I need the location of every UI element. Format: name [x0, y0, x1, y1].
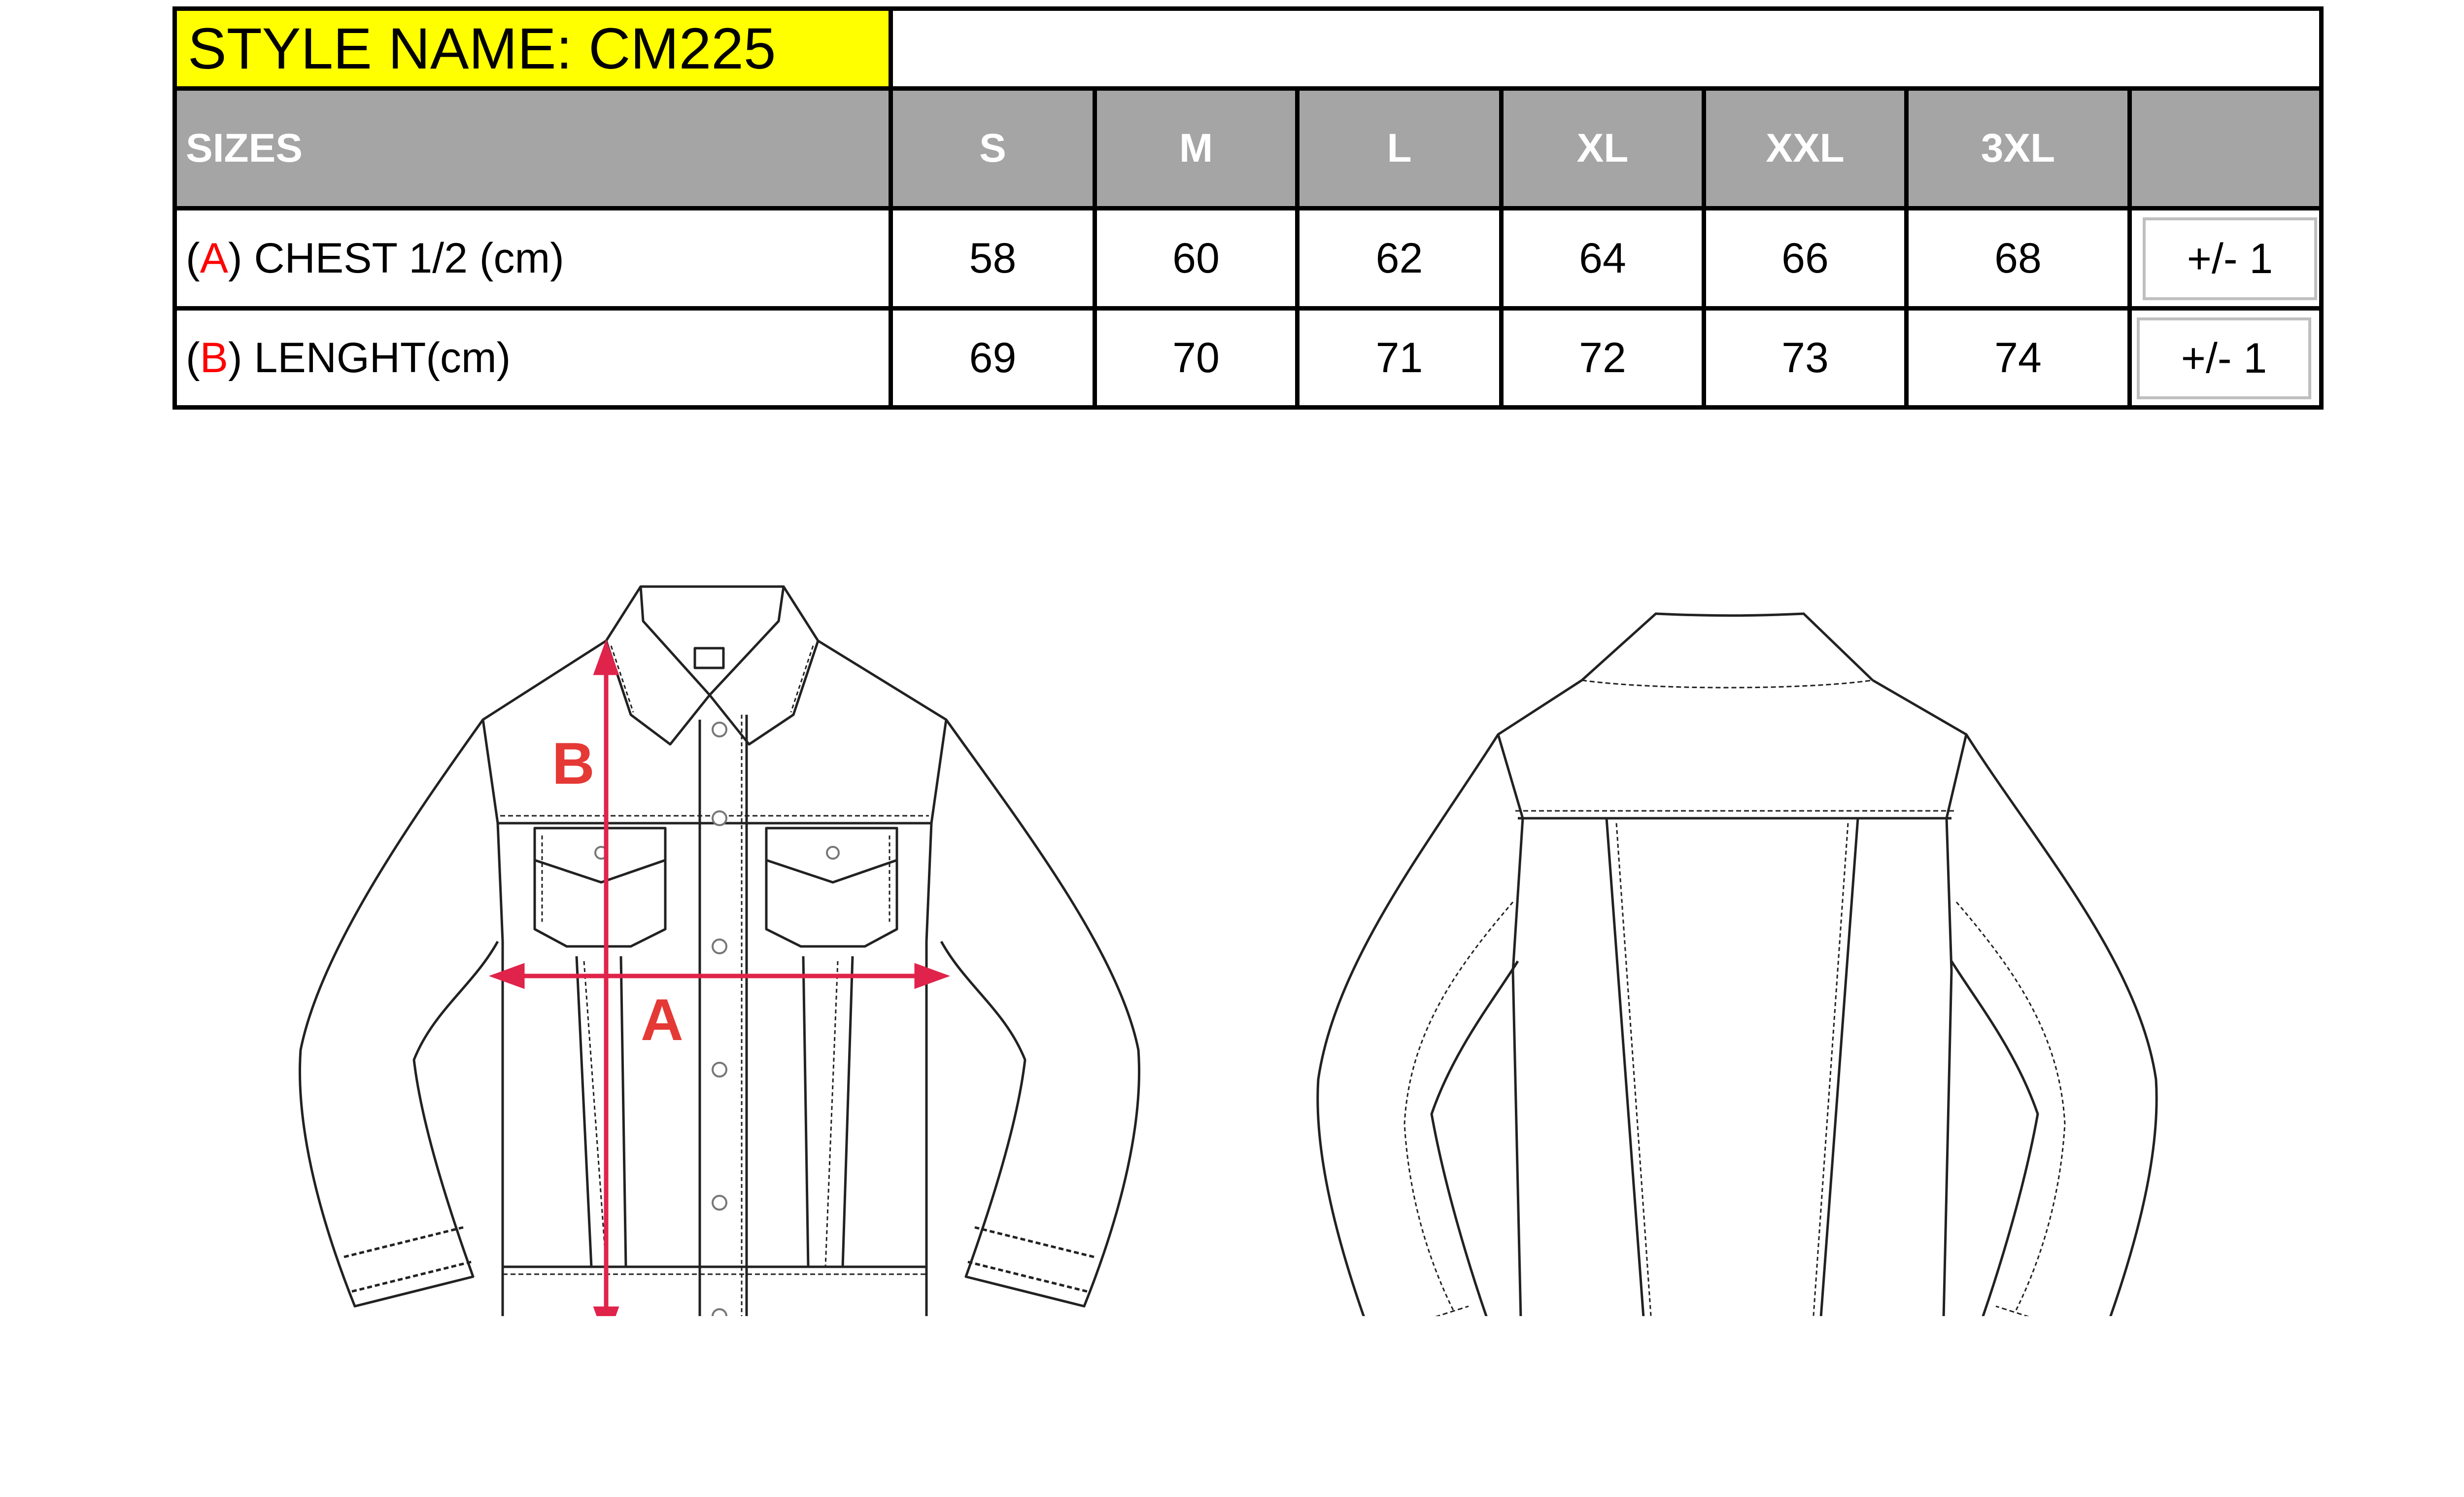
value: 72 — [1579, 334, 1626, 382]
value: 68 — [1994, 234, 2042, 282]
length-value-s: 69 — [889, 306, 1097, 410]
chest-value-l: 62 — [1295, 206, 1504, 311]
measure-marker-a: A — [641, 987, 684, 1053]
size-chart-table: STYLE NAME: CM225 SIZES S M L XL XXL 3XL… — [172, 6, 2324, 410]
style-name-cell: STYLE NAME: CM225 — [172, 6, 893, 91]
measurement-arrows — [488, 639, 951, 1316]
size-label: 3XL — [1981, 126, 2055, 171]
value: 71 — [1375, 334, 1423, 382]
value: 73 — [1781, 334, 1829, 382]
jacket-back-drawing — [1316, 612, 2158, 1316]
chest-value-xl: 64 — [1499, 206, 1706, 311]
value: 60 — [1172, 234, 1220, 282]
value: 70 — [1172, 334, 1220, 382]
chest-tolerance-box: +/- 1 — [2143, 217, 2317, 300]
tolerance-header-cell — [2127, 86, 2324, 210]
value: 58 — [969, 234, 1017, 282]
value: 66 — [1781, 234, 1829, 282]
chest-value-3xl: 68 — [1904, 206, 2132, 311]
tolerance-value: +/- 1 — [2187, 235, 2273, 282]
measure-label-length: (B) LENGHT(cm) — [172, 306, 893, 410]
size-label: L — [1387, 126, 1412, 171]
chest-tolerance-cell: +/- 1 — [2127, 206, 2324, 311]
length-value-xxl: 73 — [1702, 306, 1909, 410]
length-value-xl: 72 — [1499, 306, 1706, 410]
chest-value-s: 58 — [889, 206, 1097, 311]
size-header-l: L — [1295, 86, 1504, 210]
paren: ( — [186, 334, 200, 382]
value: 69 — [969, 334, 1017, 382]
length-value-l: 71 — [1295, 306, 1504, 410]
sizes-header-cell: SIZES — [172, 86, 893, 210]
measure-label-chest: (A) CHEST 1/2 (cm) — [172, 206, 893, 311]
length-tolerance-cell: +/- 1 — [2127, 306, 2324, 410]
size-label: XXL — [1766, 126, 1845, 171]
size-header-xl: XL — [1499, 86, 1706, 210]
length-value-3xl: 74 — [1904, 306, 2132, 410]
size-header-s: S — [889, 86, 1097, 210]
value: 74 — [1994, 334, 2042, 382]
measure-letter-b: B — [200, 334, 229, 382]
measure-name: ) CHEST 1/2 (cm) — [228, 234, 564, 282]
jacket-front-drawing: B A — [299, 585, 1140, 1316]
size-label: XL — [1576, 126, 1629, 171]
measure-letter-a: A — [200, 234, 229, 282]
size-header-xxl: XXL — [1702, 86, 1909, 210]
value: 62 — [1375, 234, 1423, 282]
chest-value-m: 60 — [1093, 206, 1300, 311]
size-header-m: M — [1093, 86, 1300, 210]
sizes-header-label: SIZES — [186, 126, 303, 171]
length-tolerance-box: +/- 1 — [2137, 317, 2311, 399]
tolerance-value: +/- 1 — [2181, 334, 2267, 382]
size-header-3xl: 3XL — [1904, 86, 2132, 210]
chest-value-xxl: 66 — [1702, 206, 1909, 311]
size-label: S — [979, 126, 1006, 171]
measure-name: ) LENGHT(cm) — [228, 334, 511, 382]
length-value-m: 70 — [1093, 306, 1300, 410]
paren: ( — [186, 234, 200, 282]
measure-marker-b: B — [552, 731, 595, 797]
style-name-label: STYLE NAME: CM225 — [188, 16, 776, 81]
title-blank-cell — [889, 6, 2324, 91]
jacket-buttons — [594, 722, 840, 1316]
value: 64 — [1579, 234, 1626, 282]
size-label: M — [1179, 126, 1213, 171]
